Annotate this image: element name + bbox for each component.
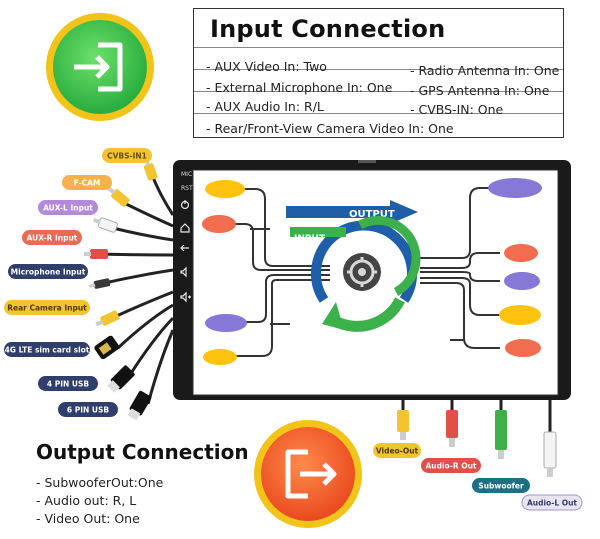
right-cables xyxy=(401,400,552,432)
back-icon[interactable] xyxy=(180,244,189,252)
label-audio-r-out: Audio-R Out xyxy=(421,458,481,473)
input-connection-box: Input Connection - AUX Video In: Two - R… xyxy=(193,8,564,138)
label-audio-l-out: Audio-L Out xyxy=(521,494,583,511)
volume-up-icon[interactable] xyxy=(180,291,191,303)
gear-icon xyxy=(343,253,381,291)
input-connection-title: Input Connection xyxy=(210,15,446,43)
right-labels: Video-Out Audio-R Out Subwoofer Audio-L … xyxy=(373,443,583,511)
svg-text:6 PIN USB: 6 PIN USB xyxy=(67,406,109,415)
output-connection-title: Output Connection xyxy=(36,440,249,464)
login-icon xyxy=(46,13,154,121)
input-spec-microphone: - External Microphone In: One xyxy=(206,80,393,95)
logout-icon xyxy=(254,420,362,528)
svg-text:4G LTE sim card slot: 4G LTE sim card slot xyxy=(5,346,90,355)
label-cvbs-in1: CVBS-IN1 xyxy=(102,148,152,163)
label-rear-camera: Rear Camera Input xyxy=(4,300,90,315)
left-labels: CVBS-IN1 F-CAM AUX-L Input AUX-R Input M… xyxy=(4,148,152,417)
volume-down-icon[interactable] xyxy=(180,266,187,278)
svg-text:AUX-R Input: AUX-R Input xyxy=(27,234,78,243)
label-aux-r: AUX-R Input xyxy=(22,230,82,245)
svg-text:F-CAM: F-CAM xyxy=(74,179,101,188)
input-spec-aux-audio: - AUX Audio In: R/L xyxy=(206,99,324,114)
port-ovals xyxy=(202,178,542,365)
label-aux-l: AUX-L Input xyxy=(38,200,98,215)
output-arrow-label: OUTPUT xyxy=(349,209,395,220)
output-spec-audio: - Audio out: R, L xyxy=(36,493,137,508)
label-subwoofer: Subwoofer xyxy=(472,478,530,493)
info-row xyxy=(194,69,563,91)
circuit-lines xyxy=(232,187,500,357)
left-plugs xyxy=(84,158,158,421)
svg-text:Subwoofer: Subwoofer xyxy=(478,482,524,491)
power-icon[interactable] xyxy=(180,200,190,210)
label-microphone: Microphone Input xyxy=(8,264,88,279)
output-spec-video: - Video Out: One xyxy=(36,511,140,526)
info-row xyxy=(194,47,563,69)
input-spec-gps-antenna: - GPS Antenna In: One xyxy=(410,83,550,98)
svg-text:AUX-L Input: AUX-L Input xyxy=(43,204,93,213)
input-spec-camera: - Rear/Front-View Camera Video In: One xyxy=(206,121,454,136)
input-spec-radio-antenna: - Radio Antenna In: One xyxy=(410,63,560,78)
home-icon[interactable] xyxy=(180,223,190,233)
svg-text:Microphone Input: Microphone Input xyxy=(11,268,86,277)
svg-text:Video-Out: Video-Out xyxy=(376,447,419,456)
svg-text:Rear Camera Input: Rear Camera Input xyxy=(7,304,87,313)
mic-label: MIC xyxy=(181,171,192,178)
info-row xyxy=(194,91,563,113)
label-4pin-usb: 4 PIN USB xyxy=(38,376,98,391)
svg-text:Audio-L Out: Audio-L Out xyxy=(527,499,577,508)
input-spec-cvbs: - CVBS-IN: One xyxy=(410,102,504,117)
right-plugs xyxy=(397,410,557,477)
svg-text:4 PIN USB: 4 PIN USB xyxy=(47,380,89,389)
svg-text:CVBS-IN1: CVBS-IN1 xyxy=(107,152,147,161)
label-6pin-usb: 6 PIN USB xyxy=(58,402,118,417)
label-f-cam: F-CAM xyxy=(62,175,112,190)
info-row xyxy=(194,113,563,138)
output-spec-subwoofer: - SubwooferOut:One xyxy=(36,475,164,490)
svg-text:Audio-R Out: Audio-R Out xyxy=(425,462,476,471)
label-video-out: Video-Out xyxy=(373,443,421,458)
left-cables xyxy=(99,174,175,405)
io-cycle-graphic: OUTPUT INPUT xyxy=(286,200,421,332)
label-sim-slot: 4G LTE sim card slot xyxy=(4,342,90,357)
rst-label: RST xyxy=(181,185,193,192)
input-arrow-label: INPUT xyxy=(294,234,326,244)
input-spec-aux-video: - AUX Video In: Two xyxy=(206,59,327,74)
